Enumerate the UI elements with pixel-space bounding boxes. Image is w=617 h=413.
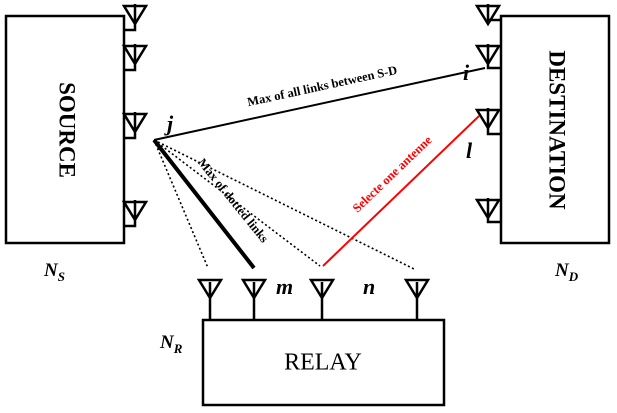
source-label: SOURCE bbox=[55, 82, 80, 178]
source-antenna-2 bbox=[121, 44, 149, 72]
destination-antenna-l bbox=[474, 108, 502, 136]
relay-antenna-count: NR bbox=[159, 332, 183, 356]
selected-link-n-l bbox=[322, 115, 480, 267]
index-n: n bbox=[363, 274, 375, 299]
dotted-link-j-relay-4 bbox=[153, 139, 417, 271]
relay-antenna-4 bbox=[403, 278, 431, 320]
relay-node: RELAY bbox=[201, 318, 446, 407]
select-one-antenna-label: Selecte one antenne bbox=[350, 133, 435, 216]
dotted-link-j-relay-1 bbox=[153, 139, 209, 269]
destination-antenna-count: ND bbox=[554, 260, 579, 284]
relay-box bbox=[201, 318, 446, 407]
best-link-j-m bbox=[152, 138, 256, 270]
source-antenna-j bbox=[121, 112, 149, 140]
relay-antenna-m bbox=[240, 278, 268, 320]
index-j: j bbox=[164, 111, 174, 136]
max-dotted-links-label: Max of dotted links bbox=[195, 156, 271, 246]
direct-link-j-i bbox=[153, 67, 486, 141]
relay-label: RELAY bbox=[284, 350, 362, 376]
max-all-links-label: Max of all links between S-D bbox=[246, 63, 399, 109]
index-i: i bbox=[463, 60, 470, 85]
destination-antenna-4 bbox=[474, 198, 502, 224]
index-m: m bbox=[276, 274, 293, 299]
source-box bbox=[4, 14, 126, 245]
source-antenna-count: NS bbox=[43, 260, 65, 284]
source-antenna-4 bbox=[121, 200, 149, 228]
destination-label: DESTINATION bbox=[545, 50, 570, 210]
dotted-link-j-relay-n bbox=[153, 139, 321, 267]
source-antenna-1 bbox=[121, 4, 149, 32]
destination-antenna-i bbox=[474, 44, 502, 70]
destination-box bbox=[499, 14, 611, 245]
relay-antenna-n bbox=[308, 278, 336, 320]
index-l: l bbox=[466, 138, 473, 163]
destination-antenna-1 bbox=[474, 4, 502, 27]
source-node: SOURCE bbox=[4, 14, 126, 245]
destination-node: DESTINATION bbox=[499, 14, 611, 245]
relay-antenna-1 bbox=[196, 278, 224, 320]
